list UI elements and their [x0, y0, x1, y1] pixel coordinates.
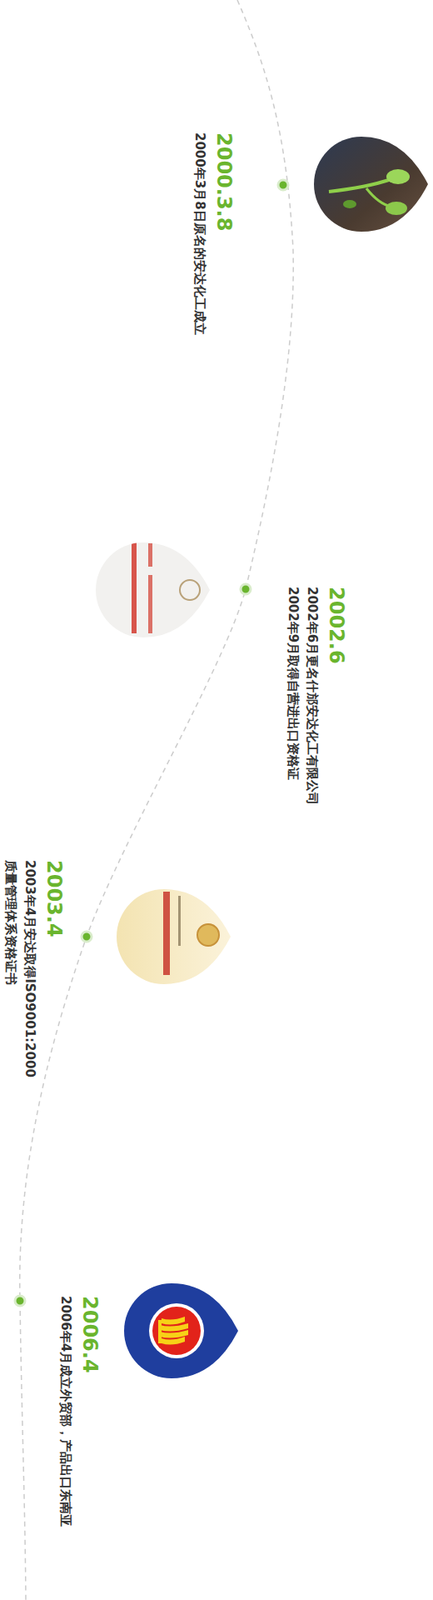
event-date: 2003.4 — [42, 859, 66, 1093]
event-description: 2000年3月8日原名的安达化工成立 — [189, 132, 210, 335]
event-date: 2006.4 — [78, 1294, 102, 1526]
event-description: 2002年9月取得自营进出口资格证 — [283, 586, 303, 805]
event-date: 2000.3.8 — [212, 132, 236, 335]
timeline-event: 2002.62002年6月更名什邡安达化工有限公司2002年9月取得自营进出口资… — [283, 586, 349, 805]
event-description: 2002年6月更名什邡安达化工有限公司 — [302, 586, 322, 805]
timeline-event: 2000.3.82000年3月8日原名的安达化工成立 — [189, 132, 236, 335]
sprout-photo — [308, 133, 433, 238]
timeline-curve — [19, 0, 294, 1599]
event-description: 2003年4月安达取得ISO9001:2000 质量管理体系资格证书 — [0, 859, 40, 1093]
asean-emblem — [124, 1282, 239, 1378]
timeline-event: 2003.42003年4月安达取得ISO9001:2000 质量管理体系资格证书 — [0, 859, 66, 1093]
event-date: 2002.6 — [324, 586, 349, 805]
timeline-event: 2006.42006年4月成立外贸部，产品出口东南亚 — [55, 1294, 102, 1526]
event-description: 2006年4月成立外贸部，产品出口东南亚 — [55, 1294, 75, 1526]
certificate-photo — [91, 537, 217, 642]
certificate-photo — [112, 882, 238, 987]
timeline-dots — [14, 179, 289, 1305]
